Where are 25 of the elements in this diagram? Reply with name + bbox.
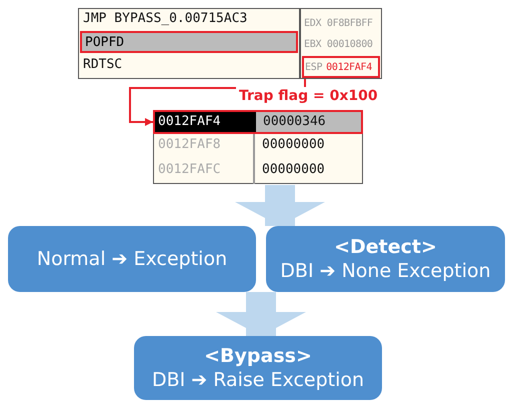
highlighted-instruction: POPFD [80,31,298,53]
box-text: DBI ➔ None Exception [280,259,491,283]
highlighted-register [302,56,380,78]
register-name: ESP [305,62,322,73]
box-heading: <Bypass> [204,344,312,368]
result-box [8,226,256,292]
register-text: EDX 0F8BFBFF [304,17,373,31]
block-arrow [216,292,306,336]
highlighted-stack-row [153,110,363,134]
result-box [134,336,382,400]
value-text: 00000000 [262,136,325,154]
address-text: 0012FAFC [158,161,221,179]
box-text: Normal ➔ Exception [36,247,228,271]
result-box [266,226,505,292]
box-heading: <Detect> [334,235,437,259]
register-text: EBX 00010800 [304,38,373,52]
address-text: 0012FAF8 [158,136,221,154]
value-text: 00000346 [256,112,361,132]
address-text: 0012FAF4 [155,112,256,132]
value-text: 00000000 [262,161,325,179]
box-text: DBI ➔ Raise Exception [152,368,364,392]
block-arrow [235,185,325,226]
instruction-text: JMP BYPASS_0.00715AC3 [83,10,248,28]
instruction-text: RDTSC [83,56,122,74]
register-value: 0012FAF4 [326,62,372,73]
